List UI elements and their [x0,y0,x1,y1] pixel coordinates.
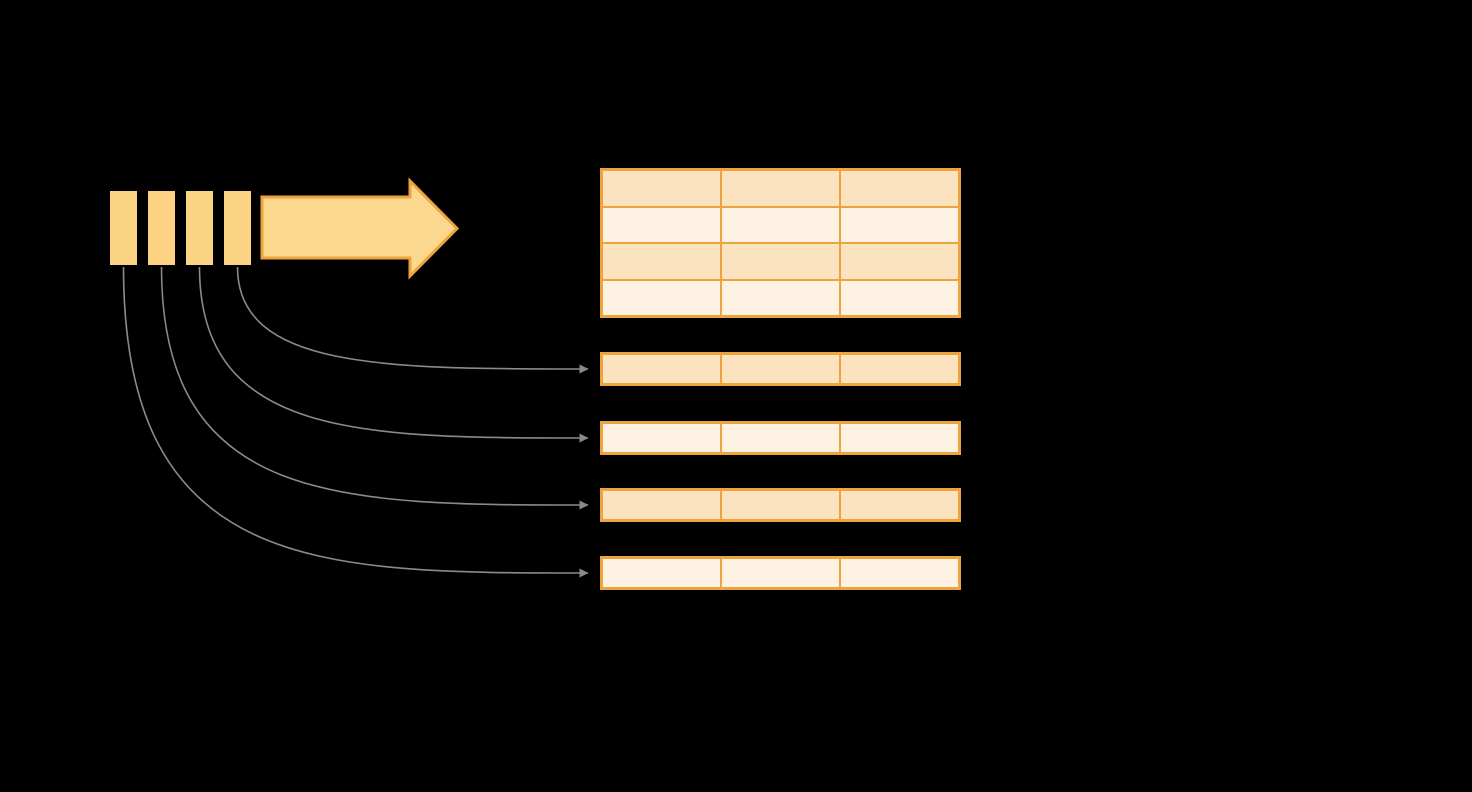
table-cell [840,243,959,280]
table-cell [602,279,721,316]
table-cell [721,170,840,207]
table-cell [840,423,959,453]
table-cell [602,558,721,588]
table-cell [840,558,959,588]
row-table [600,421,961,455]
connector-arrow [198,266,589,443]
table-cell [602,490,721,520]
row-table [600,352,961,386]
table-cell [721,206,840,243]
row-table [600,488,961,522]
table-cell [840,279,959,316]
stream-bar [186,191,213,265]
stream-bar [148,191,175,265]
table-cell [721,243,840,280]
table-cell [721,490,840,520]
table-cell [721,279,840,316]
table-cell [840,170,959,207]
connector-arrow [122,266,589,578]
table-cell [721,354,840,384]
table-cell [840,206,959,243]
table-cell [840,354,959,384]
table-cell [602,206,721,243]
row-table [600,556,961,590]
table-cell [602,243,721,280]
connector-arrow [160,266,589,510]
flow-arrow-icon [260,177,460,280]
table-cell [721,423,840,453]
table-cell [602,423,721,453]
connector-arrow [236,266,589,374]
stream-bar [110,191,137,265]
table-cell [602,354,721,384]
stream-bar [224,191,251,265]
connector-arrows-group [122,266,589,578]
batch-table [600,168,961,318]
table-cell [602,170,721,207]
table-cell [721,558,840,588]
table-cell [840,490,959,520]
